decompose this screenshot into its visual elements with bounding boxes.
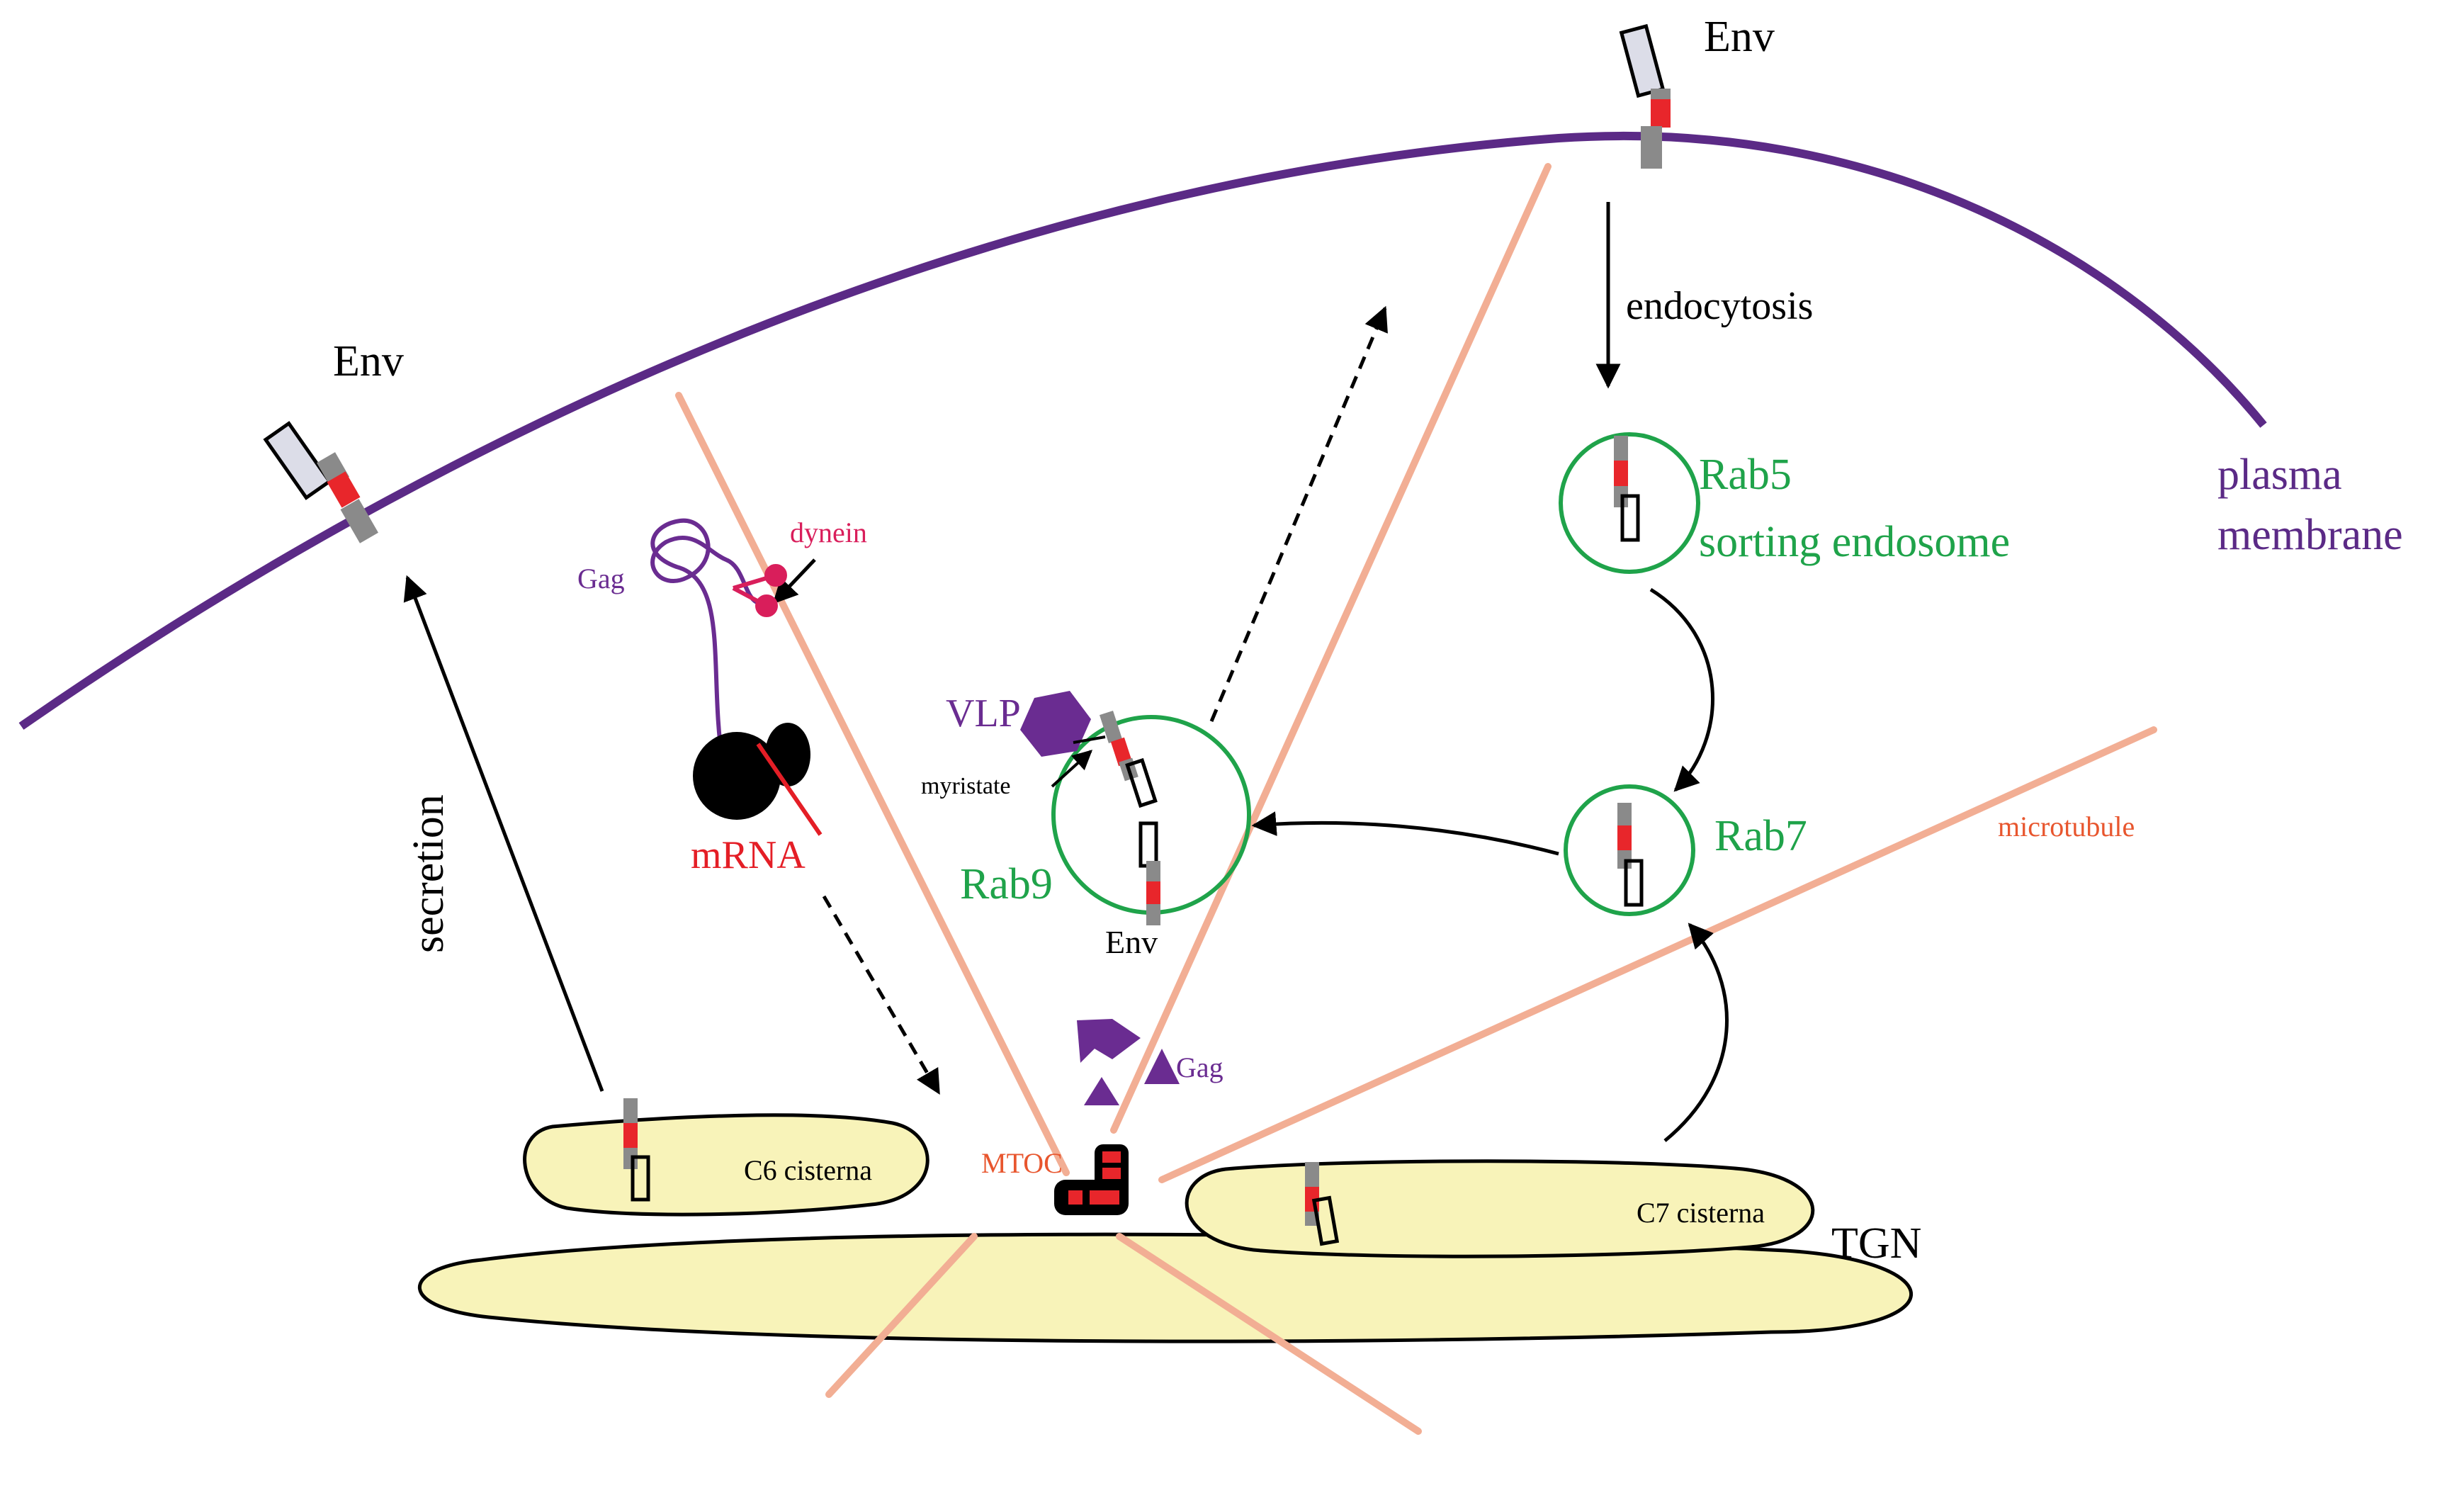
dynein-label: dynein	[790, 517, 867, 548]
c6-cisterna-label: C6 cisterna	[744, 1154, 872, 1186]
vlp-particle	[1020, 691, 1091, 757]
rab5-label: Rab5	[1699, 451, 1792, 499]
microtubule-right	[1110, 163, 1552, 1134]
mrna-strand	[756, 743, 823, 836]
gag-top-label: Gag	[577, 563, 625, 594]
mrna-label: mRNA	[691, 833, 806, 877]
microtubule-lower-right	[1158, 726, 2157, 1183]
env-rab9-label: Env	[1105, 924, 1158, 960]
rab5-to-rab7-arrow	[1649, 587, 1714, 792]
gag-bottom-label: Gag	[1176, 1051, 1223, 1083]
myristate-label: myristate	[921, 773, 1011, 799]
mtoc-label: MTOC	[981, 1147, 1063, 1179]
vlp-label: VLP	[946, 692, 1021, 735]
env-protein-rab9-lower	[1138, 821, 1160, 925]
dynein-pointer-arrow	[772, 558, 816, 604]
rab7-to-rab9-arrow	[1251, 811, 1559, 856]
mrna-to-mtoc-dashed-arrow	[822, 895, 941, 1095]
env-protein-c7	[1305, 1162, 1340, 1246]
plasma-membrane-label-line2: membrane	[2217, 511, 2403, 559]
arrows	[403, 202, 1729, 1142]
tgn-cisterna	[418, 1232, 1913, 1343]
env-protein-rab9-upper	[1100, 710, 1158, 808]
secretion-arrow	[403, 575, 604, 1092]
rab7-endosome	[1564, 784, 1695, 916]
env-top-label: Env	[1704, 13, 1775, 61]
gag-polypeptide	[650, 518, 758, 762]
plasma-membrane-label-line1: plasma	[2217, 451, 2342, 499]
c7-to-rab7-arrow	[1663, 923, 1729, 1142]
mtoc-centrosome	[1054, 1144, 1129, 1215]
myristate-pointer	[1051, 750, 1093, 788]
dynein-motor	[732, 564, 787, 617]
env-protein-left	[263, 421, 378, 543]
microtubule-label: microtubule	[1998, 811, 2135, 842]
rab5-sorting-endosome-label: sorting endosome	[1699, 518, 2010, 566]
c7-cisterna-label: C7 cisterna	[1637, 1197, 1765, 1229]
tgn-label: TGN	[1831, 1219, 1921, 1268]
env-protein-top	[1619, 23, 1671, 169]
microtubule-left	[675, 392, 1070, 1176]
gag-fragments	[1077, 1019, 1180, 1105]
microtubule-bottom-right	[1116, 1233, 1422, 1435]
microtubules	[675, 163, 2157, 1435]
microtubule-bottom-left	[825, 1233, 978, 1398]
rab5-endosome	[1559, 432, 1700, 574]
ribosome	[693, 723, 810, 820]
env-protein-c6	[623, 1098, 650, 1202]
c7-cisterna	[1185, 1159, 1815, 1258]
rab7-label: Rab7	[1714, 812, 1807, 860]
secretion-label: secretion	[405, 794, 453, 953]
rab9-to-membrane-dashed-arrow	[1209, 305, 1388, 722]
rab9-label: Rab9	[960, 860, 1053, 908]
plasma-membrane	[18, 132, 2267, 730]
myristate-tether	[1073, 735, 1106, 744]
env-left-label: Env	[333, 337, 404, 385]
env-protein-rab7	[1617, 803, 1644, 907]
env-protein-rab5	[1614, 436, 1640, 542]
endocytosis-label: endocytosis	[1626, 284, 1813, 328]
